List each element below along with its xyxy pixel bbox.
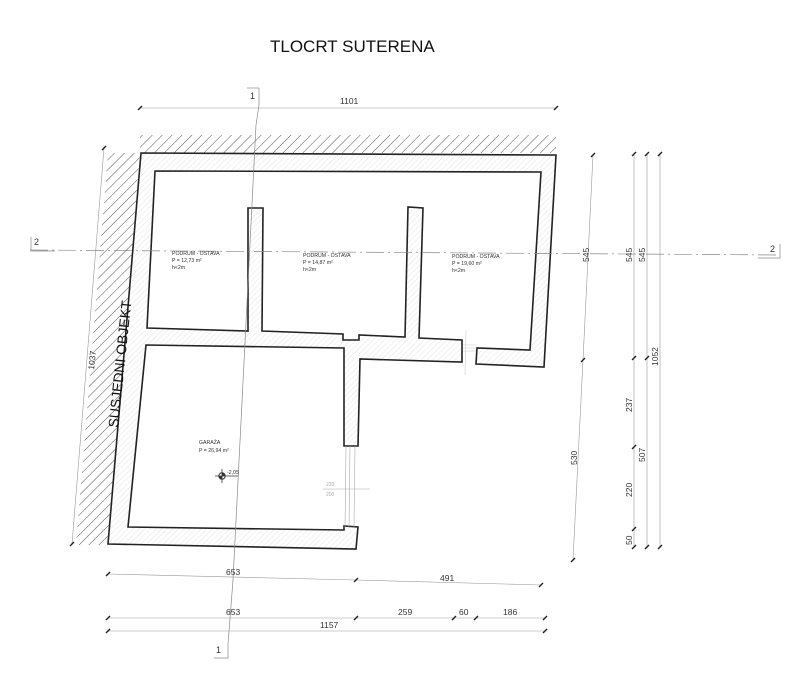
svg-text:50: 50 xyxy=(624,535,634,545)
svg-text:P = 12,73 m²: P = 12,73 m² xyxy=(172,258,202,264)
svg-text:1101: 1101 xyxy=(340,96,359,106)
dimension-top: 1101 xyxy=(137,96,559,111)
svg-text:507: 507 xyxy=(637,448,647,462)
room-garage: GARAŽA P = 26,94 m² xyxy=(199,438,229,454)
svg-text:P = 19,60 m²: P = 19,60 m² xyxy=(452,261,482,267)
svg-text:653: 653 xyxy=(226,607,240,617)
svg-text:h<2m: h<2m xyxy=(452,268,465,274)
garage-door-height: 200 xyxy=(326,492,335,498)
svg-text:491: 491 xyxy=(440,573,454,583)
room-storage-3: PODRUM - OSTAVA P = 19,60 m² h<2m xyxy=(452,254,500,274)
svg-text:545: 545 xyxy=(624,248,634,262)
dimension-right-chain-2: 545 507 xyxy=(637,151,650,550)
level-value: -2,05 xyxy=(227,470,239,476)
room-storage-1: PODRUM - OSTAVA P = 12,73 m² h<2m xyxy=(172,251,220,271)
svg-text:1157: 1157 xyxy=(320,620,339,630)
dimension-bottom-row-2: 653 259 60 186 xyxy=(105,607,548,621)
svg-text:545: 545 xyxy=(581,248,591,262)
section-2-right-label: 2 xyxy=(770,244,775,254)
ground-hatch-left xyxy=(76,153,140,545)
svg-text:237: 237 xyxy=(624,398,634,412)
svg-text:259: 259 xyxy=(398,607,412,617)
dimension-right-inner: 545 530 xyxy=(569,152,596,563)
dimension-left: 1037 xyxy=(69,145,107,547)
svg-text:h<2m: h<2m xyxy=(303,267,316,273)
ground-hatch-top xyxy=(140,135,556,153)
svg-text:1052: 1052 xyxy=(650,347,660,366)
outer-wall xyxy=(107,152,557,550)
svg-text:545: 545 xyxy=(637,248,647,262)
svg-text:P = 26,94 m²: P = 26,94 m² xyxy=(199,448,229,454)
svg-text:530: 530 xyxy=(569,451,579,465)
svg-text:220: 220 xyxy=(624,483,634,497)
svg-text:1037: 1037 xyxy=(86,350,98,370)
dimension-right-total: 1052 xyxy=(650,151,663,550)
section-line-2 xyxy=(29,249,781,256)
svg-text:60: 60 xyxy=(459,607,469,617)
section-1-bottom-label: 1 xyxy=(216,645,221,655)
svg-text:653: 653 xyxy=(226,567,240,577)
drawing-title: TLOCRT SUTERENA xyxy=(270,37,435,56)
section-2-left-label: 2 xyxy=(34,237,39,247)
svg-text:PODRUM - OSTAVA: PODRUM - OSTAVA xyxy=(452,254,500,260)
svg-text:P = 14,87 m²: P = 14,87 m² xyxy=(303,260,333,266)
svg-text:PODRUM - OSTAVA: PODRUM - OSTAVA xyxy=(172,251,220,257)
svg-text:186: 186 xyxy=(503,607,517,617)
dimension-bottom-row-1: 653 491 xyxy=(105,567,544,588)
svg-text:PODRUM - OSTAVA: PODRUM - OSTAVA xyxy=(303,253,351,259)
level-marker-icon xyxy=(215,469,238,483)
svg-text:h<2m: h<2m xyxy=(172,265,185,271)
garage-door-width: 220 xyxy=(326,482,335,488)
dimension-right-chain-1: 545 237 220 50 xyxy=(624,151,637,550)
door-opening xyxy=(463,329,476,376)
room-storage-2: PODRUM - OSTAVA P = 14,87 m² h<2m xyxy=(303,253,351,273)
section-line-1 xyxy=(227,88,260,645)
svg-text:GARAŽA: GARAŽA xyxy=(199,438,221,446)
section-1-top-label: 1 xyxy=(250,91,255,101)
dimension-bottom-total: 1157 xyxy=(105,620,548,634)
